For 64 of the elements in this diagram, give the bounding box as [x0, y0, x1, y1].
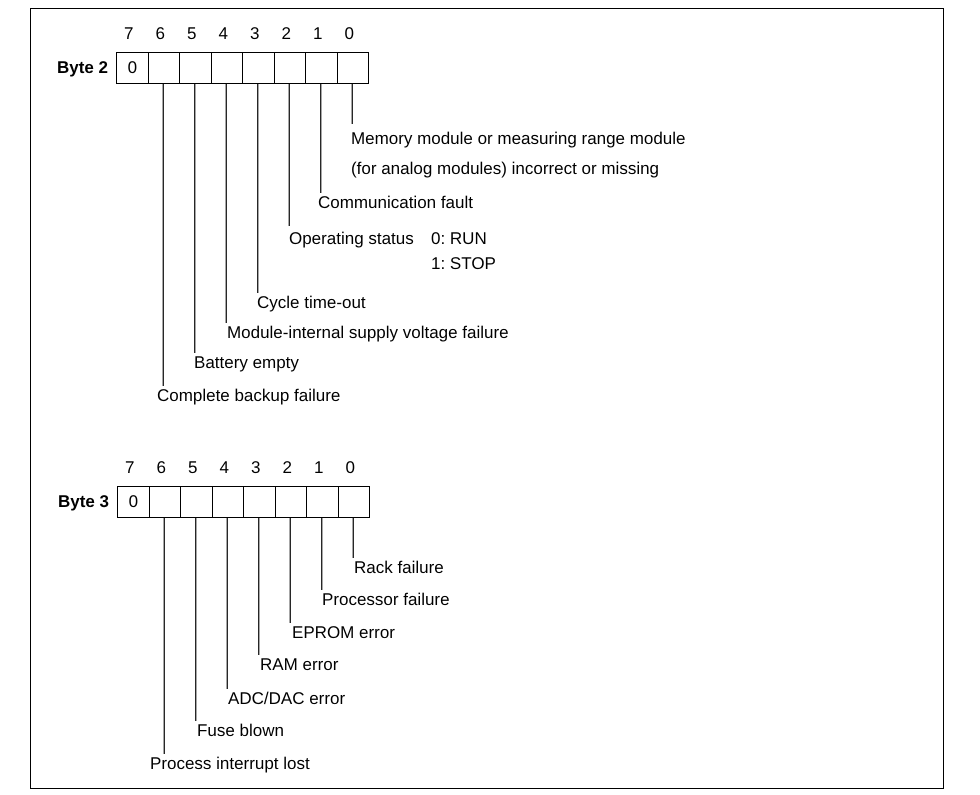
bit-cell [274, 52, 306, 84]
leader-line [321, 518, 322, 590]
leader-line [258, 518, 260, 655]
bit-number: 5 [187, 24, 196, 44]
bit-number: 7 [125, 458, 134, 478]
bit-number: 1 [314, 458, 324, 478]
bit-cell [212, 486, 244, 518]
state-value: 1: STOP [431, 253, 496, 275]
bit-number: 6 [156, 458, 166, 478]
leader-line [257, 84, 258, 293]
bit-cell [210, 52, 244, 84]
bit-number: 2 [282, 24, 291, 44]
bit-cell [148, 486, 182, 518]
leader-line [226, 84, 227, 323]
bit-cell [306, 486, 339, 518]
bit-description: Rack failure [354, 558, 444, 578]
bit-cell [179, 52, 212, 84]
bit-cell [274, 486, 308, 518]
bit-description: Module-internal supply voltage failure [227, 323, 509, 343]
bit-cell [180, 486, 213, 518]
bit-number: 6 [156, 24, 165, 44]
leader-line [226, 518, 228, 689]
bit-description: Complete backup failure [157, 386, 340, 406]
bit-description: ADC/DAC error [228, 689, 346, 709]
leader-line [320, 84, 322, 193]
bit-description: Processor failure [322, 590, 450, 610]
bit-cell: 0 [116, 52, 149, 84]
bit-description: Operating status [289, 228, 414, 250]
leader-line [290, 518, 291, 623]
leader-line [194, 84, 196, 353]
leader-line [164, 518, 165, 754]
bit-cell [336, 52, 370, 84]
leader-line [288, 84, 290, 226]
leader-line [352, 518, 354, 558]
leader-line [352, 84, 353, 124]
bit-number: 0 [346, 458, 355, 478]
leader-line [162, 84, 164, 386]
bit-description: Memory module or measuring range module (for analog modules) incorrect or missing [351, 124, 701, 184]
bit-number: 1 [313, 24, 322, 44]
bit-number: 0 [344, 24, 354, 44]
leader-line [195, 518, 196, 721]
byte-label: Byte 2 [56, 58, 108, 78]
bit-description: Battery empty [194, 353, 299, 373]
bit-number: 4 [218, 24, 228, 44]
bit-cell [338, 486, 370, 518]
bit-number: 3 [251, 458, 260, 478]
bit-number: 4 [220, 458, 229, 478]
bit-description: Fuse blown [197, 721, 284, 741]
bit-number: 5 [188, 458, 198, 478]
bit-cell [242, 52, 275, 84]
bit-number: 7 [124, 24, 134, 44]
state-value: 0: RUN [431, 228, 487, 250]
bit-description: Communication fault [318, 193, 473, 213]
bit-cell [148, 52, 180, 84]
byte-label: Byte 3 [58, 492, 109, 512]
bit-cell [243, 486, 276, 518]
bit-description: Process interrupt lost [150, 754, 310, 774]
bit-description: EPROM error [292, 623, 395, 643]
bit-description: Cycle time-out [257, 293, 366, 313]
bit-cell [305, 52, 338, 84]
bit-description: RAM error [260, 655, 338, 675]
bit-number: 3 [250, 24, 260, 44]
bit-number: 2 [282, 458, 292, 478]
bit-cell: 0 [117, 486, 150, 518]
